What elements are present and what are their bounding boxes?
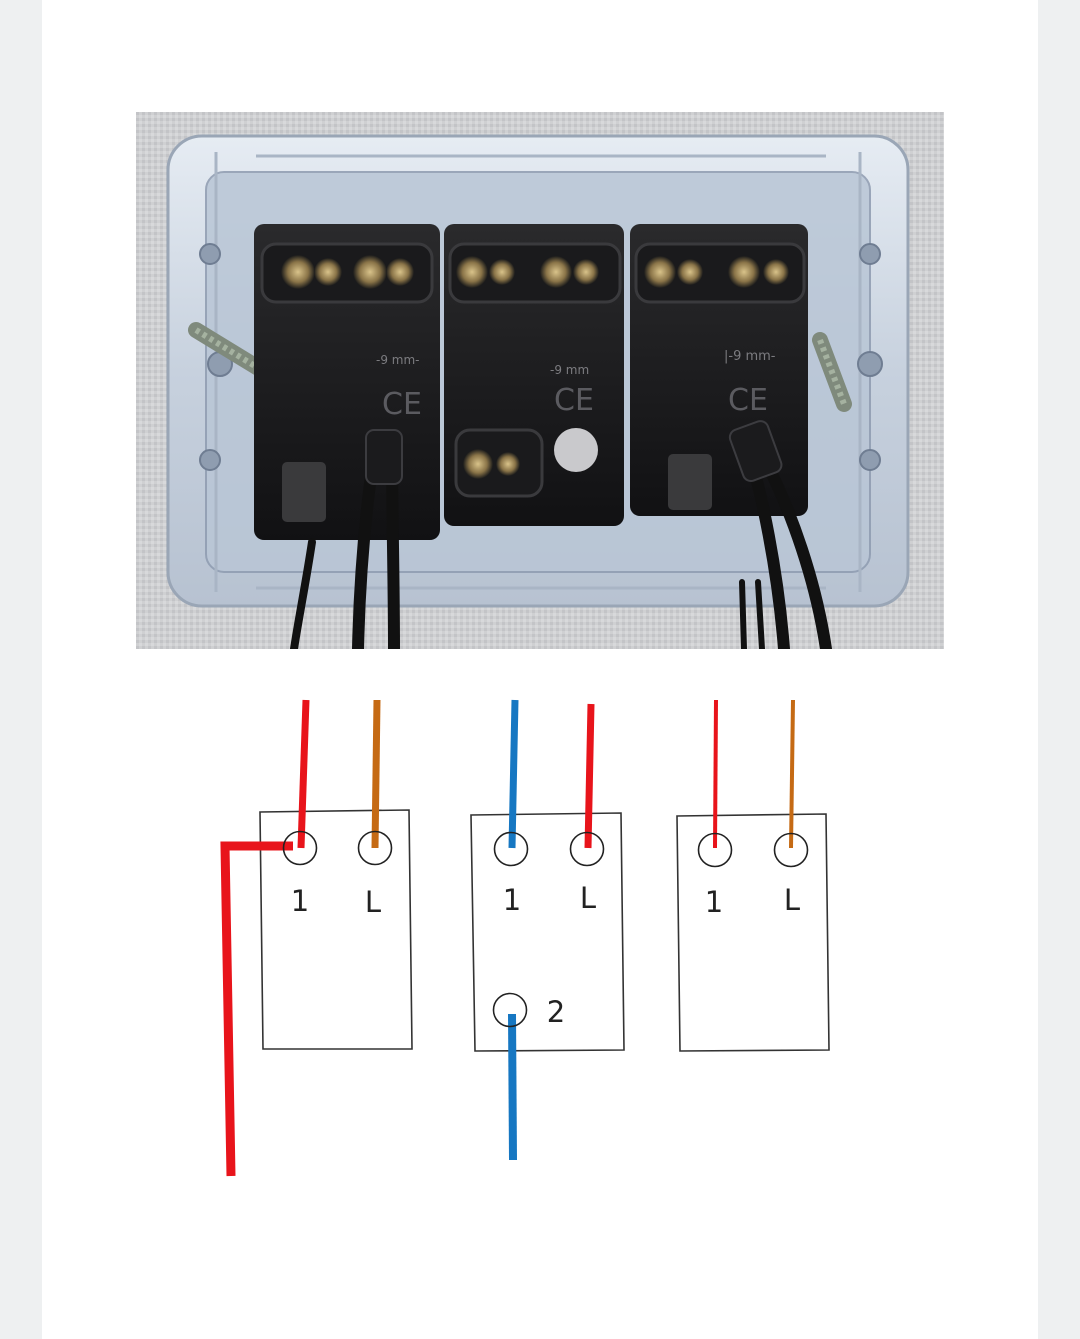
wire-sw1-termL — [371, 699, 381, 849]
module-center-ce-mark: CE — [554, 383, 594, 418]
wire-sw1-term1 — [297, 699, 310, 849]
switch-2-terminals — [492, 831, 605, 1028]
wire-sw2-term1 — [508, 699, 519, 849]
switch-1-terminal-1 — [282, 830, 318, 866]
switch-3-terminals — [697, 832, 809, 868]
wire-sw2-termL — [584, 703, 595, 849]
switch-2-terminal-1 — [493, 831, 529, 867]
switch-2-terminal-L — [569, 831, 605, 867]
switch-1-label-1: 1 — [291, 884, 309, 918]
wire-sw3-term1 — [713, 699, 718, 849]
switch-3-label-L: L — [784, 883, 800, 917]
switch-box-3 — [676, 813, 830, 1052]
module-right-marking: |-9 mm- — [724, 349, 776, 364]
fixing-screw-right — [812, 332, 852, 412]
switch-1-terminal-L — [357, 830, 393, 866]
switch-box-2 — [470, 812, 625, 1052]
module-center-marking: -9 mm — [550, 363, 589, 377]
module-left-ce-mark: CE — [382, 387, 422, 422]
frame-screw-holes — [199, 243, 883, 471]
switch-1-terminals — [282, 830, 393, 866]
switch-3-terminal-1 — [697, 832, 733, 868]
switch-2-label-L: L — [580, 881, 596, 915]
wire-sw3-termL — [789, 699, 795, 849]
wire-sw2-term2 — [508, 1013, 517, 1161]
wire-sw1-jumper-out — [220, 841, 293, 1177]
switch-2-label-1: 1 — [503, 883, 521, 917]
switch-3-terminal-L — [773, 832, 809, 868]
switch-2-label-2: 2 — [547, 995, 565, 1029]
switch-1-label-L: L — [365, 885, 381, 919]
cable-sleeve-right — [728, 420, 783, 483]
switch-3-label-1: 1 — [705, 885, 723, 919]
module-left-marking: -9 mm- — [376, 353, 420, 367]
module-right-ce-mark: CE — [728, 383, 768, 418]
module-center: -9 mm CE — [444, 224, 624, 526]
switch-module-photo: -9 mm- CE -9 mm CE |-9 mm- CE — [136, 112, 944, 649]
cable-sleeve-left — [365, 429, 403, 485]
switch-2-terminal-2 — [492, 992, 528, 1028]
switch-box-1 — [259, 809, 413, 1050]
